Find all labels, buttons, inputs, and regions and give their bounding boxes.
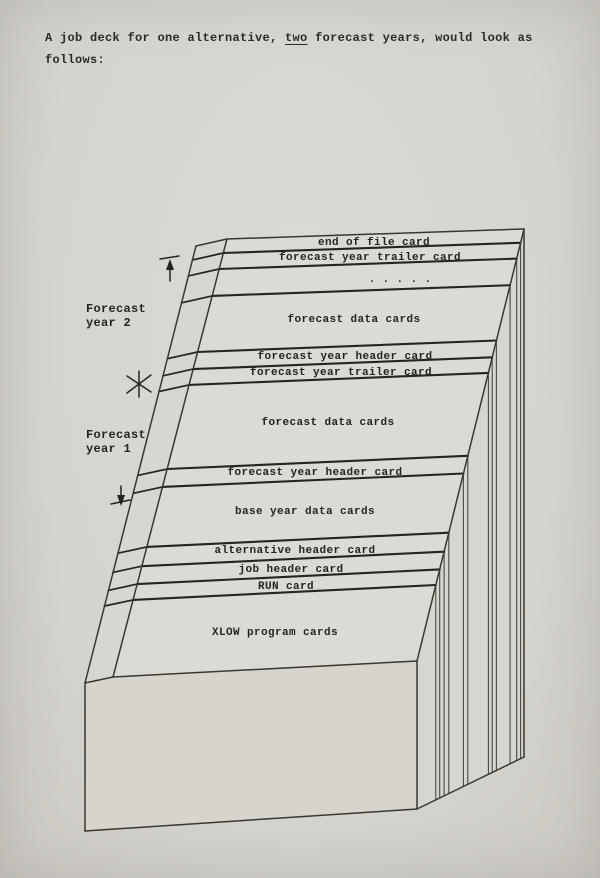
deck-front-face xyxy=(85,661,417,831)
span-label-line: Forecast xyxy=(86,428,146,442)
deck-left-face xyxy=(85,239,227,683)
band-label: forecast year trailer card xyxy=(250,367,432,379)
band-label: . . . . . xyxy=(368,274,431,286)
band-label: forecast year header card xyxy=(257,351,432,363)
band-label: forecast data cards xyxy=(261,417,394,429)
dimension-star-marker xyxy=(126,370,152,398)
band-label: end of file card xyxy=(318,237,430,249)
deck-top-face xyxy=(113,229,524,677)
intro-part2: forecast years, would look as xyxy=(307,31,533,45)
band-labels: end of file card forecast year trailer c… xyxy=(212,237,461,639)
band-label: job header card xyxy=(238,564,343,576)
band-label: base year data cards xyxy=(235,506,375,518)
intro-part1: A job deck for one alternative, xyxy=(45,31,286,45)
intro-line2: follows: xyxy=(45,53,106,67)
right-face-card-lines xyxy=(435,242,522,801)
span-label-line: year 2 xyxy=(86,316,131,330)
dimension-arrow-down xyxy=(110,485,131,506)
deck-faces xyxy=(85,229,524,831)
span-label-forecast-year-1: Forecast year 1 xyxy=(86,428,146,456)
band-label: forecast year header card xyxy=(227,467,402,479)
card-band-lines xyxy=(132,241,522,601)
band-label: forecast year trailer card xyxy=(279,252,461,264)
span-label-line: year 1 xyxy=(86,442,131,456)
span-label-line: Forecast xyxy=(86,302,146,316)
band-label: XLOW program cards xyxy=(212,627,338,639)
band-label: alternative header card xyxy=(214,545,375,557)
intro-line1: A job deck for one alternative, two fore… xyxy=(45,31,533,45)
band-label: forecast data cards xyxy=(287,314,420,326)
deck-outline xyxy=(84,228,525,832)
intro-underlined-word: two xyxy=(285,31,308,45)
band-label: RUN card xyxy=(258,581,314,593)
intro-text: A job deck for one alternative, two fore… xyxy=(45,27,565,71)
left-edge-hatches xyxy=(103,252,225,607)
span-label-forecast-year-2: Forecast year 2 xyxy=(86,302,146,330)
dimension-arrow-up xyxy=(159,255,180,282)
